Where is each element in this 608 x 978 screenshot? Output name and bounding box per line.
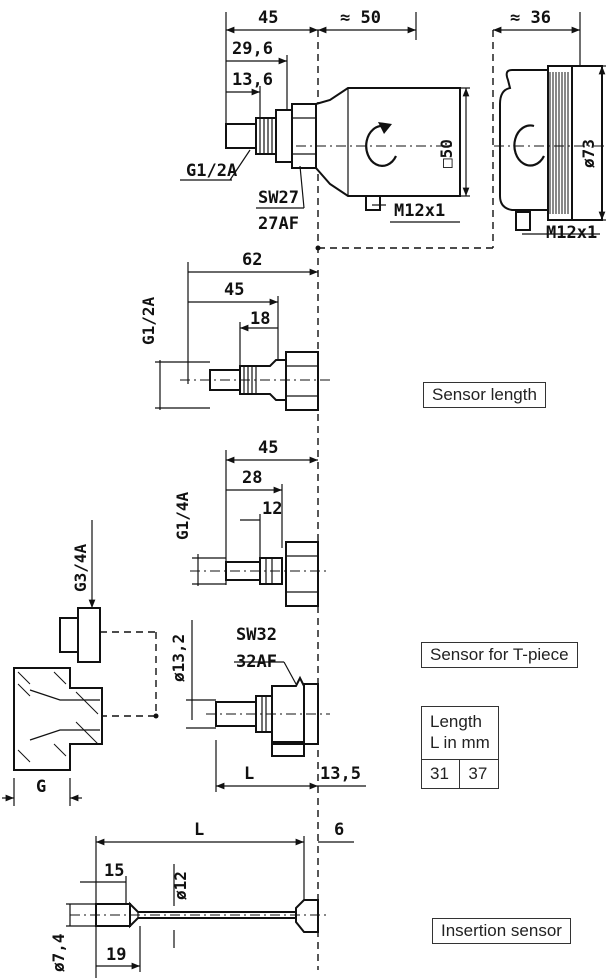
length-table-value: 31 bbox=[420, 759, 461, 789]
front-view-housing bbox=[180, 12, 470, 223]
side-view-housing bbox=[493, 12, 606, 235]
dim-phi-13-2: ø13,2 bbox=[169, 634, 188, 682]
dim-g: G bbox=[36, 777, 46, 797]
dim-top-36: ≈ 36 bbox=[510, 8, 551, 28]
dim-19: 19 bbox=[106, 945, 126, 965]
dim-g3-4a: G3/4A bbox=[71, 543, 90, 592]
dim-6: 6 bbox=[334, 820, 344, 840]
length-table-header-line2: L in mm bbox=[430, 733, 490, 752]
dim-sw32: SW32 bbox=[236, 625, 277, 645]
dim-g1-2a-b: G1/2A bbox=[139, 296, 158, 345]
dim-15: 15 bbox=[104, 861, 124, 881]
dim-27af: 27AF bbox=[258, 214, 299, 234]
dim-top-50: ≈ 50 bbox=[340, 8, 381, 28]
length-table-header-line1: Length bbox=[430, 712, 482, 731]
sensor-g1-4a bbox=[190, 450, 330, 607]
length-table-value: 37 bbox=[459, 759, 499, 789]
dim-m12-front: M12x1 bbox=[394, 201, 445, 221]
dim-29-6: 29,6 bbox=[232, 39, 273, 59]
dim-phi-7-4: ø7,4 bbox=[49, 933, 68, 972]
dim-l-insertion: L bbox=[194, 820, 204, 840]
label-sensor-length: Sensor length bbox=[423, 382, 546, 408]
dim-g1-2a-top: G1/2A bbox=[186, 161, 237, 181]
dim-13-5: 13,5 bbox=[320, 764, 361, 784]
label-insertion-sensor: Insertion sensor bbox=[432, 918, 571, 944]
dim-square-50: □50 bbox=[437, 139, 456, 168]
dim-top-45: 45 bbox=[258, 8, 278, 28]
dim-phi-12: ø12 bbox=[171, 871, 190, 900]
dim-phi-73: ø73 bbox=[579, 139, 598, 168]
length-table-header: Length L in mm bbox=[421, 706, 499, 760]
dim-12: 12 bbox=[262, 499, 282, 519]
t-piece bbox=[2, 520, 159, 806]
dim-62: 62 bbox=[242, 250, 262, 270]
dim-m12-side: M12x1 bbox=[546, 223, 597, 243]
label-sensor-for-t-piece: Sensor for T-piece bbox=[421, 642, 578, 668]
dim-45-b: 45 bbox=[224, 280, 244, 300]
dim-sw27: SW27 bbox=[258, 188, 299, 208]
sensor-g1-2a bbox=[155, 262, 330, 411]
sensor-for-t-piece bbox=[186, 620, 366, 792]
dim-32af: 32AF bbox=[236, 652, 277, 672]
dim-13-6: 13,6 bbox=[232, 70, 273, 90]
dim-28: 28 bbox=[242, 468, 262, 488]
insertion-sensor bbox=[66, 836, 354, 978]
dim-18: 18 bbox=[250, 309, 270, 329]
dim-45-c: 45 bbox=[258, 438, 278, 458]
dim-g1-4a: G1/4A bbox=[173, 491, 192, 540]
dim-l-tpiece: L bbox=[244, 764, 254, 784]
length-table: Length L in mm 31 37 bbox=[420, 706, 499, 789]
